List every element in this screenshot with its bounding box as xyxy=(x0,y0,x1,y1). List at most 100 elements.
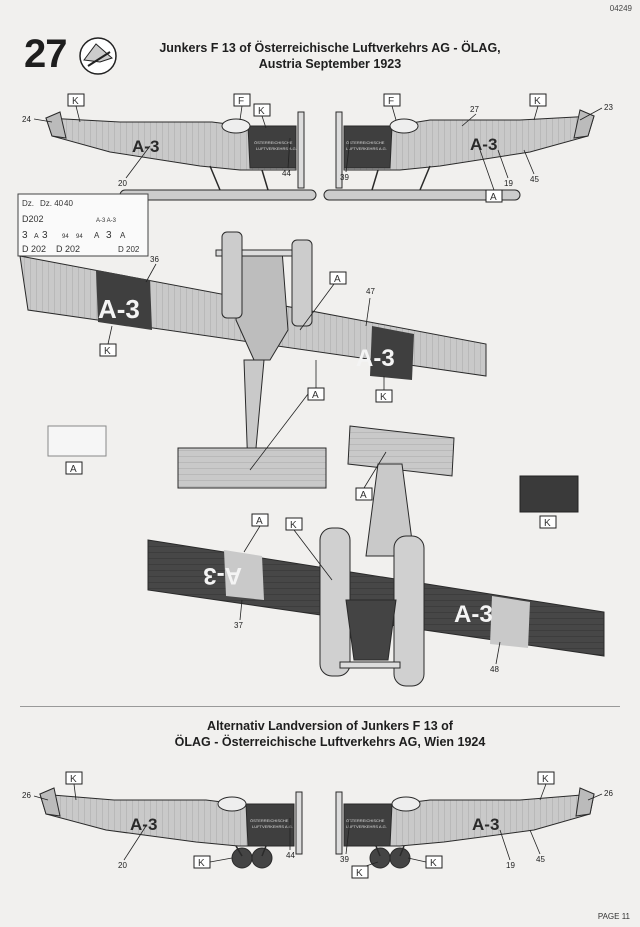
callout-48: 48 xyxy=(490,665,499,674)
page-number: PAGE 11 xyxy=(597,912,630,921)
callout-26: 26 xyxy=(604,789,613,798)
svg-text:K: K xyxy=(70,774,77,785)
fuselage-text-1: ÖSTERREICHISCHE xyxy=(250,818,289,823)
step-number: 27 xyxy=(24,32,67,76)
paint-k-box: K xyxy=(285,517,333,581)
svg-text:F: F xyxy=(388,96,394,107)
callout-20: 20 xyxy=(118,179,127,188)
svg-text:A: A xyxy=(94,231,100,240)
svg-text:A: A xyxy=(120,231,126,240)
svg-text:40: 40 xyxy=(64,199,73,208)
callout-45: 45 xyxy=(530,175,539,184)
color-swatch-dark: K xyxy=(519,475,579,529)
product-code: 04249 xyxy=(609,4,632,13)
paint-k-box: K xyxy=(99,325,117,357)
callout-27: 27 xyxy=(470,105,479,114)
registration-marking: A-3 xyxy=(98,294,140,324)
callout-45: 45 xyxy=(536,855,545,864)
paint-a-box: A xyxy=(355,451,387,501)
title-line-2: ÖLAG - Österreichische Luftverkehrs AG, … xyxy=(174,735,486,749)
callout-19: 19 xyxy=(506,861,515,870)
callout-36: 36 xyxy=(150,255,159,264)
svg-text:A-3 A-3: A-3 A-3 xyxy=(96,218,117,224)
paint-a-box: A xyxy=(299,271,347,331)
svg-text:3: 3 xyxy=(22,230,28,241)
section-divider xyxy=(20,706,620,707)
svg-text:A: A xyxy=(256,516,263,527)
callout-47: 47 xyxy=(366,287,375,296)
callout-44: 44 xyxy=(282,169,291,178)
svg-text:D 202: D 202 xyxy=(22,244,46,254)
svg-text:Dz. 40: Dz. 40 xyxy=(40,199,64,208)
callout-26: 26 xyxy=(22,791,31,800)
side-view-left-landplane: A-3 ÖSTERREICHISCHE LUFTVERKEHRS A.G. xyxy=(39,787,303,869)
paint-f-box: F xyxy=(383,93,401,121)
side-view-left-seaplane: A-3 ÖSTERREICHISCHE LUFTVERKEHRS A.G. xyxy=(45,111,317,201)
paint-k-box: K xyxy=(529,93,547,121)
svg-text:K: K xyxy=(72,96,79,107)
svg-text:Dz.: Dz. xyxy=(22,199,34,208)
registration-marking: A-3 xyxy=(454,601,493,628)
svg-text:A: A xyxy=(34,233,39,240)
paint-a-box: A xyxy=(249,360,325,471)
paint-k-box: K xyxy=(67,93,85,123)
registration-marking: A-3 xyxy=(472,815,499,834)
svg-text:D 202: D 202 xyxy=(118,245,140,254)
side-view-right-landplane: A-3 ÖSTERREICHISCHE LUFTVERKEHRS A.G. xyxy=(335,787,595,869)
svg-text:K: K xyxy=(542,774,549,785)
callout-23: 23 xyxy=(604,103,613,112)
side-view-right-seaplane: A-3 ÖSTERREICHISCHE LUFTVERKEHRS A.G. xyxy=(323,109,595,201)
fuselage-text-2: LUFTVERKEHRS A.G. xyxy=(346,824,387,829)
title-line-2: Austria September 1923 xyxy=(258,57,402,71)
fuselage-text-1: ÖSTERREICHISCHE xyxy=(254,140,293,145)
paint-k-box: K xyxy=(253,103,271,129)
registration-marking: A-3 xyxy=(203,562,242,589)
registration-marking: A-3 xyxy=(356,345,395,372)
svg-text:K: K xyxy=(544,518,551,529)
svg-text:F: F xyxy=(238,96,244,107)
paint-f-box: F xyxy=(233,93,251,121)
callout-24: 24 xyxy=(22,115,31,124)
bottom-view-aircraft: A-3 A-3 xyxy=(147,425,605,687)
callout-39: 39 xyxy=(340,173,349,182)
paint-k-box: K xyxy=(537,771,555,801)
fuselage-text-2: LUFTVERKEHRS A.G. xyxy=(346,146,387,151)
registration-marking: A-3 xyxy=(470,135,497,154)
svg-text:94: 94 xyxy=(76,234,83,240)
fuselage-text-2: LUFTVERKEHRS A.G. xyxy=(256,146,297,151)
callout-39: 39 xyxy=(340,855,349,864)
svg-text:K: K xyxy=(534,96,541,107)
svg-text:94: 94 xyxy=(62,234,69,240)
paint-a-box: A xyxy=(243,513,269,553)
svg-text:A: A xyxy=(312,390,319,401)
svg-text:D202: D202 xyxy=(22,214,44,224)
paint-k-box: K xyxy=(65,771,83,801)
decal-sheet: Dz. Dz. 40 40 D202 A-3 A-3 3 A 3 94 94 A… xyxy=(17,193,149,257)
fuselage-text-1: ÖSTERREICHISCHE xyxy=(346,140,385,145)
svg-text:3: 3 xyxy=(42,230,48,241)
svg-text:K: K xyxy=(104,346,111,357)
svg-text:3: 3 xyxy=(106,230,112,241)
section-title-landplane: Alternativ Landversion of Junkers F 13 o… xyxy=(130,718,530,750)
paint-k-box: K xyxy=(375,376,393,403)
callout-20: 20 xyxy=(118,861,127,870)
paint-k-box: K xyxy=(193,855,233,869)
svg-text:K: K xyxy=(380,392,387,403)
callout-37: 37 xyxy=(234,621,243,630)
svg-text:K: K xyxy=(356,868,363,879)
color-swatch-light: A xyxy=(47,425,107,475)
section-title-seaplane: Junkers F 13 of Österreichische Luftverk… xyxy=(130,40,530,72)
title-line-1: Alternativ Landversion of Junkers F 13 o… xyxy=(207,719,453,733)
paint-k-box: K xyxy=(351,861,379,879)
svg-text:K: K xyxy=(430,858,437,869)
svg-text:K: K xyxy=(198,858,205,869)
svg-text:A: A xyxy=(490,192,497,203)
svg-text:K: K xyxy=(290,520,297,531)
paint-k-box: K xyxy=(407,855,443,869)
paint-a-box: A xyxy=(479,149,503,203)
fuselage-text-1: ÖSTERREICHISCHE xyxy=(346,818,385,823)
registration-marking: A-3 xyxy=(132,137,159,156)
callout-19: 19 xyxy=(504,179,513,188)
